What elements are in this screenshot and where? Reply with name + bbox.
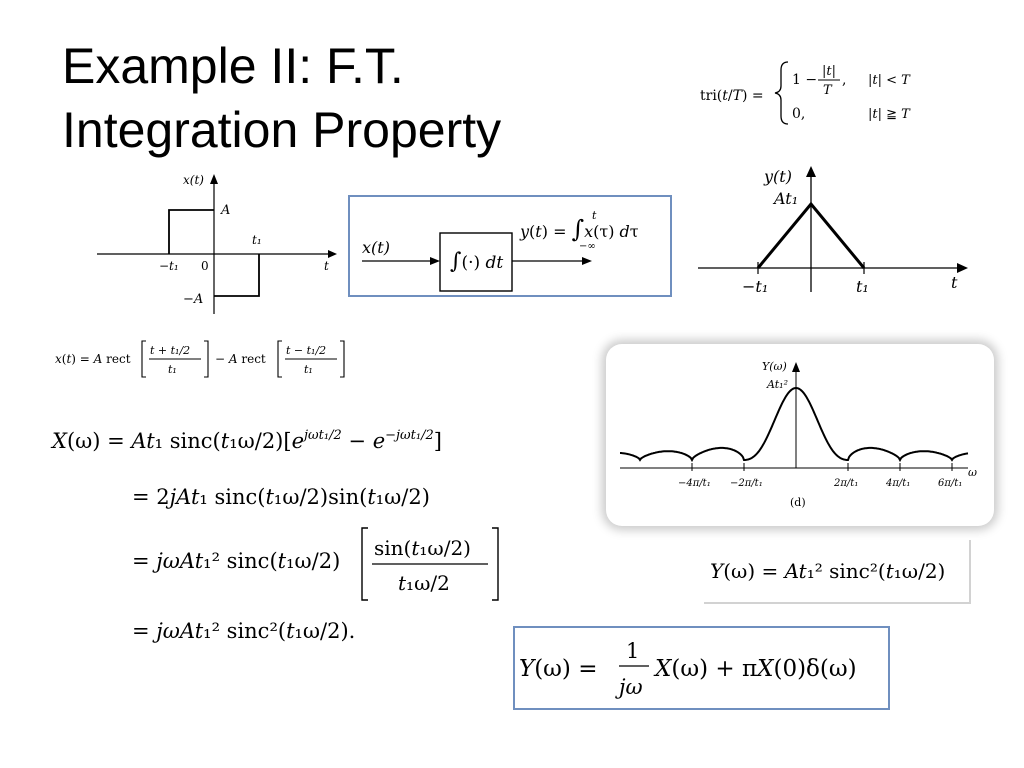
integrator-label: ∫(·) dt bbox=[450, 249, 503, 274]
svg-text:1: 1 bbox=[626, 639, 639, 663]
spectrum-ylabel: Y(ω) bbox=[762, 360, 787, 373]
svg-text:t: t bbox=[592, 209, 597, 222]
yt-xlabel: t bbox=[951, 273, 958, 292]
svg-text:jω: jω bbox=[615, 675, 643, 699]
slide-title-line1: Example II: F.T. bbox=[62, 38, 404, 94]
block-input-label: x(t) bbox=[362, 238, 390, 257]
spectrum-tick-label: 2π/t₁ bbox=[833, 478, 858, 489]
yt-tick-neg: −t₁ bbox=[742, 277, 768, 296]
tri-case1-cond: |t| < T bbox=[868, 73, 911, 88]
integration-property-box: Y(ω) = 1 jω X(ω) + πX(0)δ(ω) bbox=[513, 626, 890, 710]
tri-case1-num: |t| bbox=[822, 64, 836, 79]
slide-title-line2: Integration Property bbox=[62, 102, 502, 158]
spectrum-tick-label: −4π/t₁ bbox=[678, 478, 711, 489]
xt-rect-definition: x(t) = A rect t + t₁/2 t₁ − A rect t − t… bbox=[55, 340, 345, 378]
spectrum-xlabel: ω bbox=[968, 466, 977, 479]
tri-definition: tri(t/T) = 1 − |t| T , |t| < T 0, |t| ≧ … bbox=[700, 61, 911, 125]
xt-tick-zero: 0 bbox=[201, 259, 209, 273]
svg-text:t − t₁/2: t − t₁/2 bbox=[286, 344, 326, 357]
xt-positive-pulse bbox=[168, 209, 214, 254]
svg-text:t + t₁/2: t + t₁/2 bbox=[150, 344, 190, 357]
spectrum-peak: At₁² bbox=[766, 378, 788, 391]
svg-text:sin(t₁ω/2): sin(t₁ω/2) bbox=[374, 536, 471, 560]
spectrum-tick-label: 4π/t₁ bbox=[885, 478, 910, 489]
integration-property-lhs: Y(ω) = bbox=[519, 656, 597, 682]
tri-lhs: tri(t/T) = bbox=[700, 88, 764, 104]
xt-negative-pulse bbox=[214, 254, 260, 297]
integration-property-rhs: X(ω) + πX(0)δ(ω) bbox=[653, 656, 857, 682]
tri-brace bbox=[774, 61, 789, 125]
xt-tick-neg: −t₁ bbox=[159, 259, 179, 273]
xt-plot: x(t) A −A −t₁ 0 t₁ t bbox=[97, 173, 337, 314]
yt-ylabel: y(t) bbox=[763, 167, 792, 186]
spectrum-tick-label: 6π/t₁ bbox=[938, 478, 962, 489]
y-result-box: Y(ω) = At₁² sinc²(t₁ω/2) bbox=[704, 540, 971, 604]
block-output-eq: y(t) = ∫x(τ) dτ bbox=[519, 215, 639, 243]
tri-case2-cond: |t| ≧ T bbox=[868, 107, 911, 122]
tri-case1-one: 1 − bbox=[792, 72, 817, 88]
integrator-block bbox=[439, 232, 513, 292]
y-result-equation: Y(ω) = At₁² sinc²(t₁ω/2) bbox=[710, 559, 945, 583]
derivation-line1: X(ω) = At₁ sinc(t₁ω/2)[ejωt₁/2 − e−jωt₁/… bbox=[50, 428, 442, 453]
xt-level-neg: −A bbox=[183, 292, 203, 307]
xt-ylabel: x(t) bbox=[183, 173, 204, 187]
tri-case1-den: T bbox=[823, 83, 833, 98]
xt-xlabel: t bbox=[324, 259, 329, 273]
yt-triangle bbox=[756, 201, 866, 269]
yt-plot: y(t) At₁ −t₁ t₁ t bbox=[698, 166, 968, 296]
svg-text:t₁ω/2: t₁ω/2 bbox=[398, 571, 450, 595]
xt-tick-pos: t₁ bbox=[252, 233, 262, 247]
slide-title: Example II: F.T. Integration Property bbox=[62, 34, 501, 162]
spectrum-tick-label: −2π/t₁ bbox=[730, 478, 763, 489]
spectrum-caption: (d) bbox=[790, 496, 806, 509]
svg-text:x(t) = A rect: x(t) = A rect bbox=[55, 352, 131, 366]
tri-case2-expr: 0, bbox=[792, 106, 805, 122]
derivation-line3: = jωAt₁² sinc(t₁ω/2) bbox=[132, 549, 340, 573]
spectrum-curve bbox=[620, 386, 969, 463]
svg-text:t₁: t₁ bbox=[304, 363, 313, 376]
svg-text:− A rect: − A rect bbox=[215, 352, 266, 366]
derivation-line2: = 2jAt₁ sinc(t₁ω/2)sin(t₁ω/2) bbox=[132, 485, 430, 509]
yt-tick-pos: t₁ bbox=[856, 277, 869, 296]
derivation-line4: = jωAt₁² sinc²(t₁ω/2). bbox=[132, 619, 355, 643]
xt-level-pos: A bbox=[220, 203, 230, 218]
svg-text:,: , bbox=[842, 72, 846, 88]
yt-peak-label: At₁ bbox=[772, 189, 798, 208]
derivation: X(ω) = At₁ sinc(t₁ω/2)[ejωt₁/2 − e−jωt₁/… bbox=[50, 428, 499, 643]
svg-text:−∞: −∞ bbox=[579, 241, 596, 252]
svg-text:t₁: t₁ bbox=[168, 363, 177, 376]
block-diagram: x(t) ∫(·) dt y(t) = ∫x(τ) dτ t −∞ bbox=[348, 195, 672, 297]
